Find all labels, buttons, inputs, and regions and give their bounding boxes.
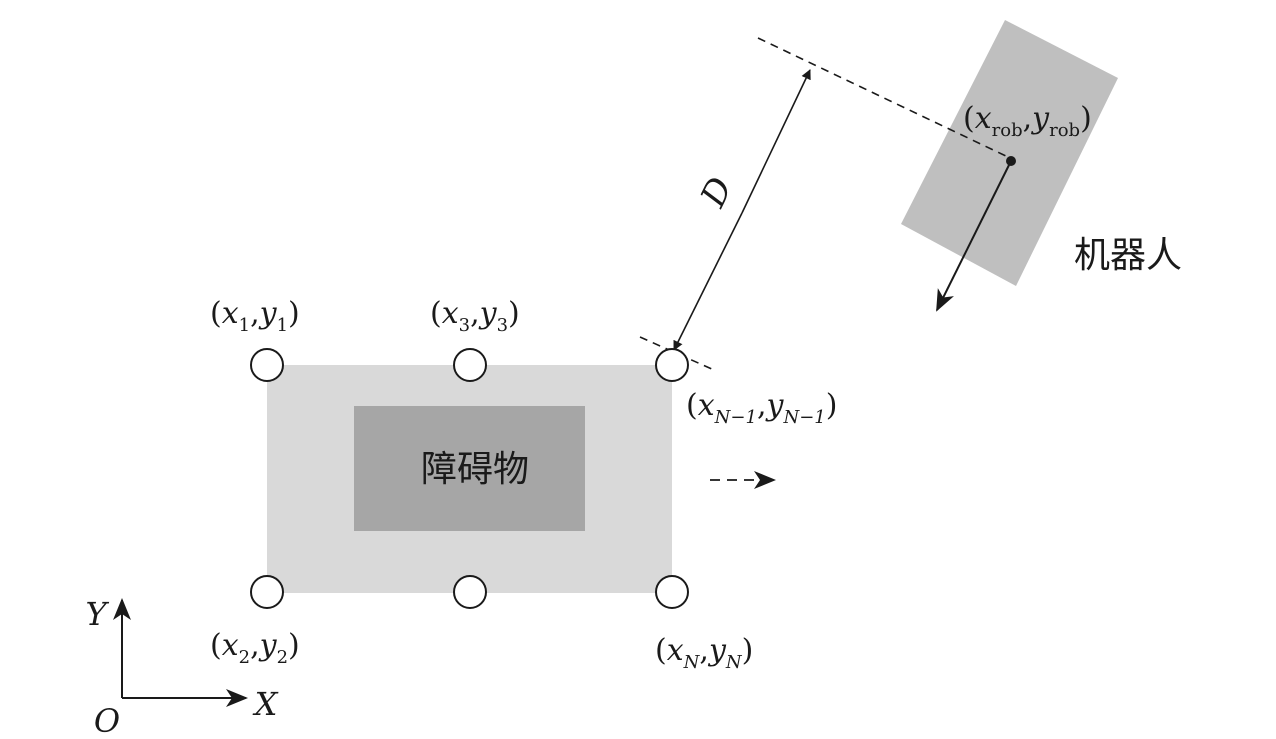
- point-1-y-sub: 1: [277, 315, 288, 336]
- vertex-3: [453, 348, 487, 382]
- obstacle-label: 障碍物: [421, 449, 529, 490]
- point-label-2: (x2,y2): [210, 628, 300, 668]
- vertex-n: [655, 575, 689, 609]
- robot-x-subscript: rob: [992, 120, 1023, 141]
- origin-label: O: [94, 702, 120, 739]
- point-n-minus-1-y-sub: N−1: [782, 407, 825, 428]
- point-label-3: (x3,y3): [430, 296, 520, 336]
- robot-label: 机器人: [1074, 235, 1182, 276]
- point-1-x-sub: 1: [239, 315, 250, 336]
- vertex-2: [250, 575, 284, 609]
- distance-label: D: [693, 171, 741, 214]
- vertex-4: [453, 575, 487, 609]
- robot-velocity-arrow: [936, 160, 1012, 312]
- vertex-1: [250, 348, 284, 382]
- point-n-y-sub: N: [725, 652, 743, 673]
- point-label-n-minus-1: (xN−1,yN−1): [686, 388, 837, 428]
- y-axis-label: Y: [85, 595, 109, 633]
- point-label-n: (xN,yN): [655, 633, 753, 673]
- distance-arrow-lower: [673, 212, 743, 351]
- dashed-line-robot: [757, 37, 1009, 158]
- point-3-y-sub: 3: [497, 315, 508, 336]
- point-n-x-sub: N: [683, 652, 701, 673]
- point-3-x-sub: 3: [459, 315, 470, 336]
- robot-y-subscript: rob: [1049, 120, 1080, 141]
- distance-arrow: [741, 69, 811, 214]
- obstacle-core: [354, 406, 585, 531]
- point-label-1: (x1,y1): [210, 296, 300, 336]
- robot-body: [901, 20, 1118, 286]
- robot-coordinate-label: (xrob,yrob): [963, 101, 1092, 141]
- x-axis-label: X: [252, 685, 279, 723]
- point-n-minus-1-x-sub: N−1: [714, 407, 757, 428]
- vertex-n-minus-1: [655, 348, 689, 382]
- point-2-x-sub: 2: [239, 647, 250, 668]
- point-2-y-sub: 2: [277, 647, 288, 668]
